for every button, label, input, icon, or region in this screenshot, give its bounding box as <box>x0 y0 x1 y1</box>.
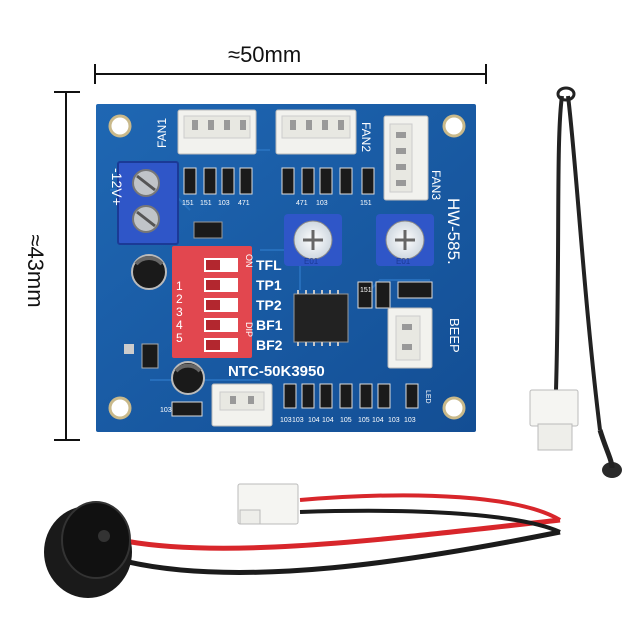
capacitor-bottom <box>171 361 205 395</box>
smd-resistor-row-bottom <box>283 383 419 409</box>
small-ic <box>193 221 223 239</box>
dip-number: 3 <box>176 305 183 319</box>
dip-number: 4 <box>176 318 183 332</box>
capacitor-top <box>131 254 167 290</box>
resistor-code: 151 <box>360 200 372 207</box>
resistor-code: 105 <box>358 417 370 424</box>
power-terminal-block <box>117 161 179 245</box>
dip-number: 2 <box>176 292 183 306</box>
width-dimension-label: ≈50mm <box>228 42 302 67</box>
pot-label-right: E01 <box>396 257 411 266</box>
switch-labels: TFL TP1 TP2 BF1 BF2 <box>256 257 283 353</box>
model-label: HW-585. <box>444 198 463 265</box>
smd-resistor <box>375 281 391 309</box>
dip-number: 5 <box>176 331 183 345</box>
switch-label-bf2: BF2 <box>256 337 283 353</box>
resistor-code: 103 <box>292 417 304 424</box>
beep-connector <box>387 307 433 369</box>
switch-label-tp1: TP1 <box>256 277 282 293</box>
led-label: LED <box>424 390 431 404</box>
fan1-label: FAN1 <box>155 118 169 148</box>
dip-dip-label: DIP <box>244 322 254 337</box>
height-dimension-line <box>54 91 80 441</box>
ntc-connector <box>211 383 273 427</box>
beep-label: BEEP <box>447 318 462 353</box>
fan2-connector <box>275 109 357 155</box>
resistor-code: 103 <box>280 417 292 424</box>
mounting-holes <box>108 114 466 420</box>
fan2-label: FAN2 <box>359 122 373 152</box>
resistor-code: 104 <box>308 417 320 424</box>
dip-number-row: 1 2 3 4 5 <box>176 279 183 345</box>
main-controller-ic <box>293 290 349 346</box>
smd-resistor-row-top <box>183 167 375 195</box>
resistor-code: 105 <box>340 417 352 424</box>
pot-label-left: E01 <box>304 257 319 266</box>
smd-capacitor <box>171 401 203 417</box>
width-dimension-line <box>94 64 487 84</box>
resistor-code: 103 <box>316 200 328 207</box>
fan1-connector <box>177 109 257 155</box>
dip-number: 1 <box>176 279 183 293</box>
switch-label-bf1: BF1 <box>256 317 283 333</box>
resistor-codes-top: 151 151 103 471 471 103 151 <box>182 200 372 207</box>
fan3-label: FAN3 <box>429 170 443 200</box>
smd-capacitor <box>397 281 433 299</box>
power-label: -12V+ <box>109 168 125 206</box>
dip-on-label: ON <box>244 254 254 268</box>
resistor-code: 103 <box>160 407 172 414</box>
resistor-code: 103 <box>388 417 400 424</box>
resistor-code: 103 <box>218 200 230 207</box>
switch-label-tp2: TP2 <box>256 297 282 313</box>
switch-label-tfl: TFL <box>256 257 282 273</box>
dip-switch <box>172 246 252 358</box>
ntc-temperature-probe <box>529 86 622 478</box>
resistor-code: 104 <box>372 417 384 424</box>
resistor-code: 104 <box>322 417 334 424</box>
buzzer-assembly <box>44 483 562 598</box>
potentiometer-right <box>376 214 434 266</box>
potentiometer-left <box>284 214 342 266</box>
resistor-codes-bottom: 103 103 103 104 104 105 105 104 103 103 … <box>160 287 416 424</box>
ntc-label: NTC-50K3950 <box>228 363 325 380</box>
fan3-connector <box>383 115 429 201</box>
resistor-code: 471 <box>296 200 308 207</box>
resistor-code: 103 <box>404 417 416 424</box>
smd-resistor <box>357 281 373 309</box>
resistor-code: 471 <box>238 200 250 207</box>
transistor <box>124 343 159 369</box>
resistor-code: 151 <box>360 287 372 294</box>
resistor-code: 151 <box>200 200 212 207</box>
resistor-code: 151 <box>182 200 194 207</box>
